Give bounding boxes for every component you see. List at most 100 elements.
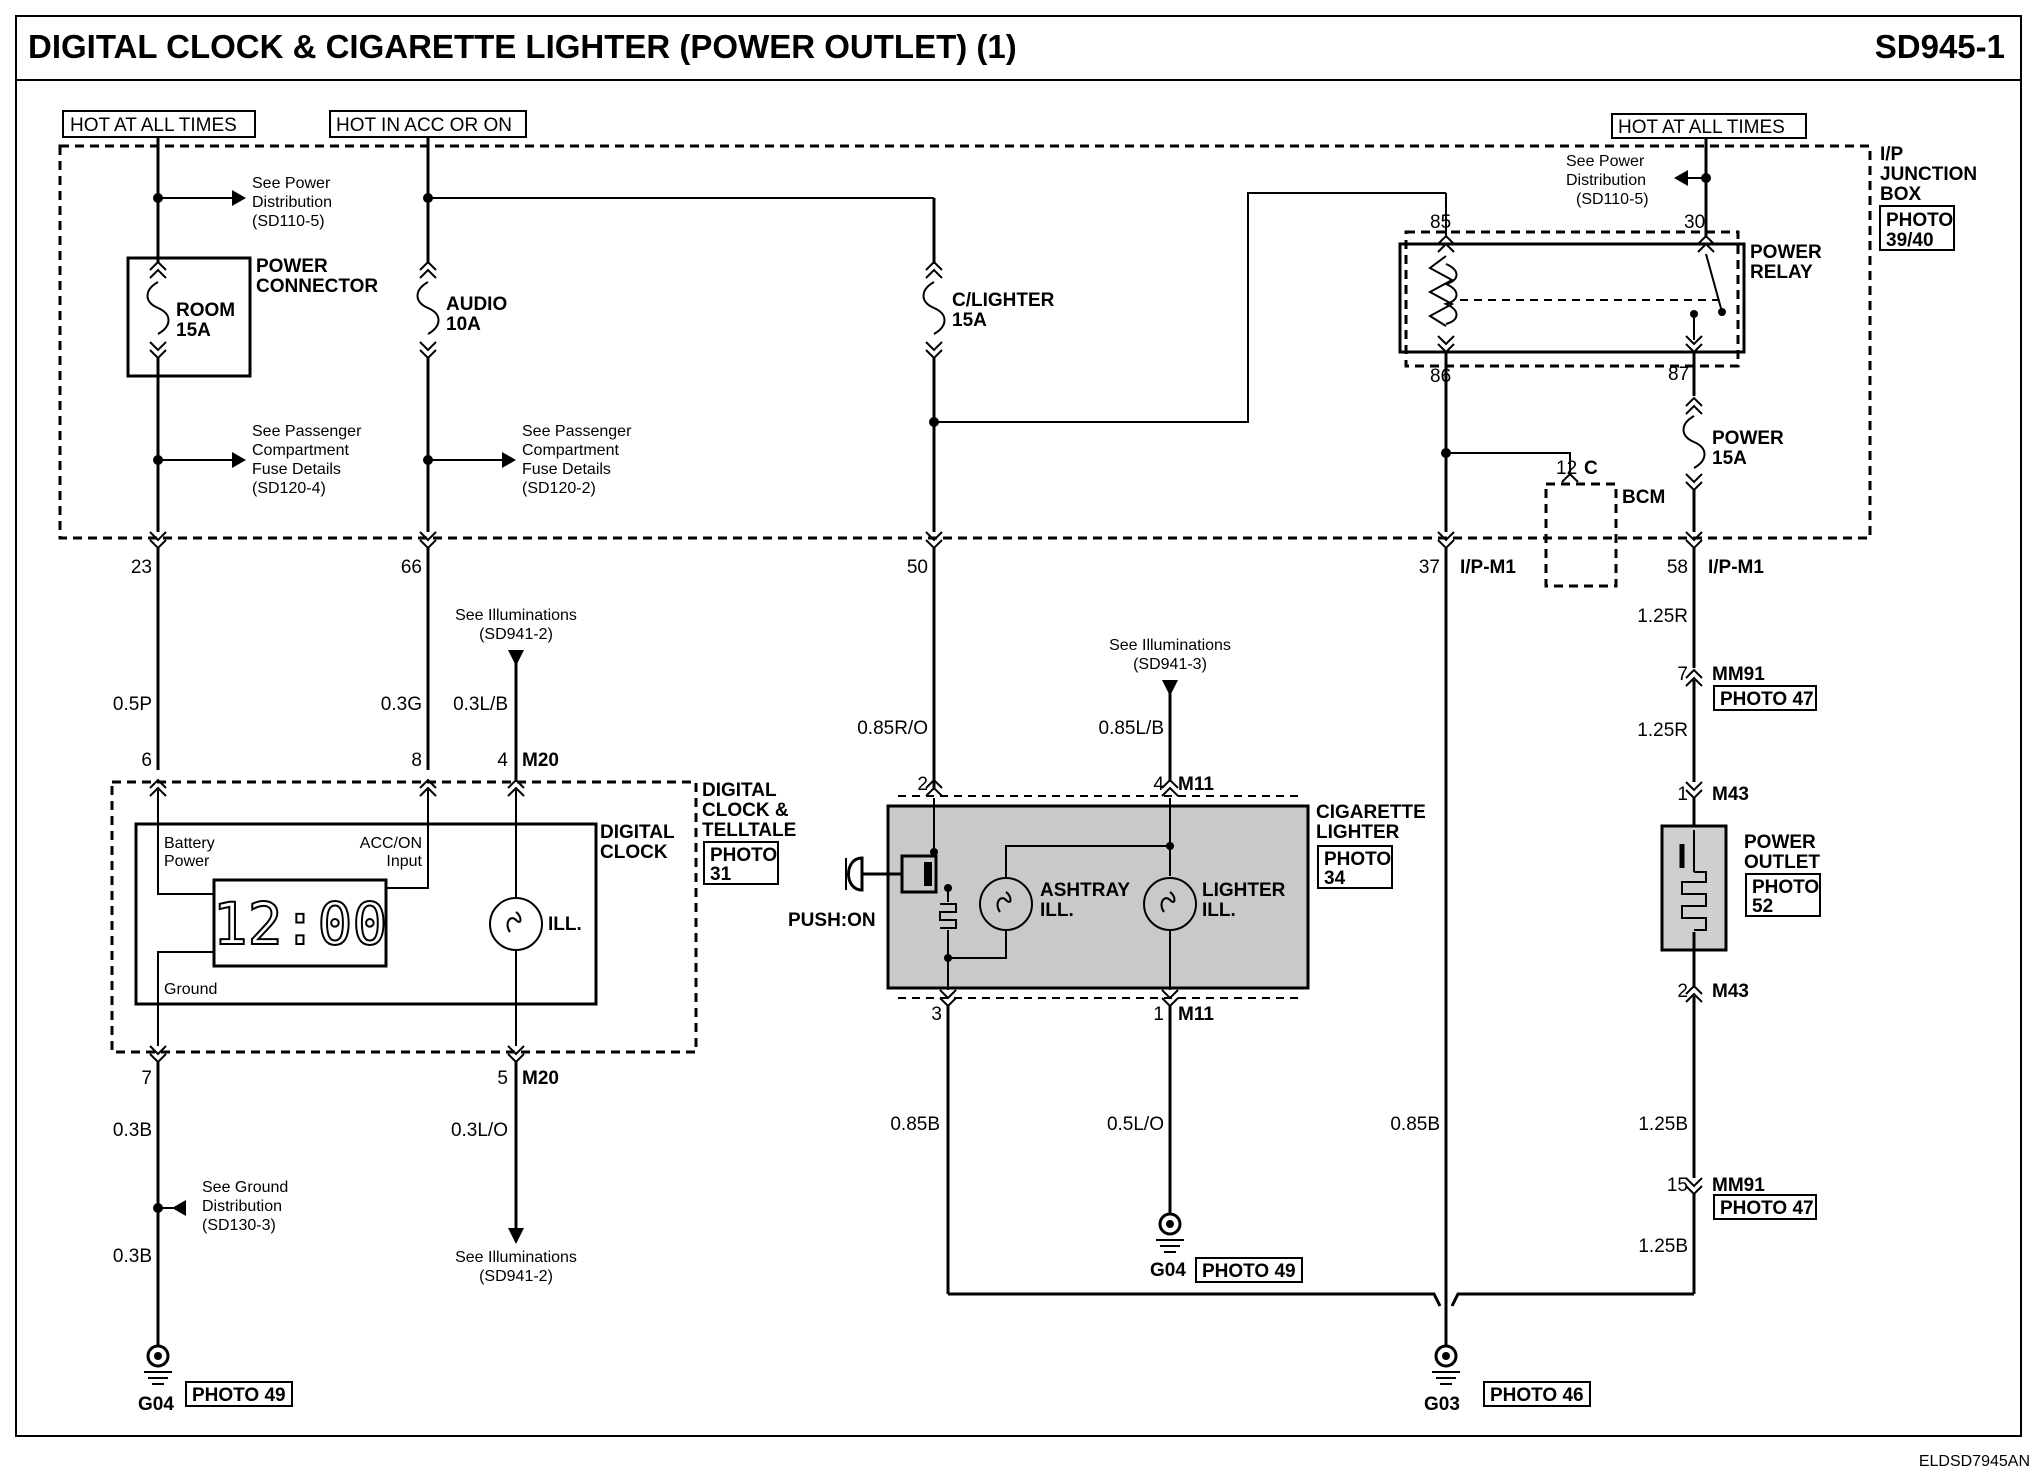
wire-085ro: 0.85R/O [857, 718, 928, 739]
page-title: DIGITAL CLOCK & CIGARETTE LIGHTER (POWER… [28, 28, 1017, 65]
relay-label-1: POWER [1750, 242, 1822, 263]
outlet-photo-2: 52 [1752, 896, 1773, 917]
m43-b: M43 [1712, 981, 1749, 1002]
bcm-conn: C [1584, 458, 1598, 479]
clighter-circuit: C/LIGHTER 15A 50 0.85R/O [857, 192, 1446, 772]
ref-pass2-l3: Fuse Details [522, 461, 611, 478]
ref-illum2-l2: (SD941-3) [1133, 656, 1207, 673]
m20-b: M20 [522, 1068, 559, 1089]
footer-code: ELDSD7945AN [1919, 1453, 2030, 1470]
lighter-pin-3: 3 [931, 1004, 942, 1025]
power-connector-2: CONNECTOR [256, 276, 378, 297]
ref-illum3-l1: See Illuminations [455, 1249, 577, 1266]
lighter-photo-2: 34 [1324, 868, 1346, 889]
wire-03b-1: 0.3B [113, 1120, 152, 1141]
lighter-ill-1: LIGHTER [1202, 880, 1286, 901]
relay-pin-30: 30 [1684, 212, 1705, 233]
lighter-wiring: See Illuminations (SD941-3) 0.85L/B 0.85… [890, 637, 1442, 1307]
outlet-label-2: OUTLET [1744, 852, 1820, 873]
jb-label-2: JUNCTION [1880, 164, 1977, 185]
pin-23: 23 [131, 557, 152, 578]
relay-86-circuit: 12 C BCM 37 I/P-M1 0.85B [1390, 352, 1665, 1306]
module-label-2: CLOCK & [702, 800, 789, 821]
ref-illum2-l1: See Illuminations [1109, 637, 1231, 654]
jb-label-3: BOX [1880, 184, 1922, 205]
g04-b-photo: PHOTO 49 [1202, 1261, 1296, 1282]
lighter-pin-4: 4 [1153, 774, 1164, 795]
lighter-pin-1: 1 [1153, 1004, 1164, 1025]
ref-gnd-l1: See Ground [202, 1179, 288, 1196]
ref-pass2-l4: (SD120-2) [522, 480, 596, 497]
g04-a-photo: PHOTO 49 [192, 1385, 286, 1406]
clock-pin-6: 6 [141, 750, 152, 771]
clock-display: 12:00 [213, 890, 388, 958]
hot-acc-box [329, 110, 527, 138]
hot-all-times-2: HOT AT ALL TIMES [1618, 117, 1785, 138]
clock-photo-1: PHOTO [710, 845, 777, 866]
hot-all-times-1: HOT AT ALL TIMES [70, 115, 237, 136]
module-label-3: TELLTALE [702, 820, 796, 841]
lighter-name-2: LIGHTER [1316, 822, 1400, 843]
relay-label-2: RELAY [1750, 262, 1813, 283]
g04-b: G04 [1150, 1260, 1186, 1281]
digital-clock-module: 12:00 Battery Power ACC/ON Input Ground … [110, 778, 796, 1064]
clock-name-2: CLOCK [600, 842, 668, 863]
ref-pass1-l4: (SD120-4) [252, 480, 326, 497]
wire-125r-2: 1.25R [1637, 720, 1688, 741]
audio-circuit: AUDIO 10A See Passenger Compartment Fuse… [381, 138, 934, 770]
ref-power-dist-l1: See Power [252, 175, 331, 192]
ground-g04-left: G04 PHOTO 49 [138, 1344, 293, 1415]
fuse-audio-rating: 10A [446, 314, 481, 335]
ground-g04-middle: G04 PHOTO 49 [1150, 1212, 1303, 1283]
junction-box: I/P JUNCTION BOX PHOTO 39/40 [58, 144, 1977, 540]
mm91-a: MM91 [1712, 664, 1765, 685]
wire-085lb: 0.85L/B [1099, 718, 1165, 739]
clock-wiring: See Illuminations (SD941-2) 0.3L/B 6 8 4… [113, 607, 577, 1346]
jb-photo-2: 39/40 [1886, 230, 1934, 251]
wire-03lb: 0.3L/B [453, 694, 508, 715]
wire-03g: 0.3G [381, 694, 422, 715]
fuse-clighter-rating: 15A [952, 310, 987, 331]
pin-58: 58 [1667, 557, 1688, 578]
ground-label: Ground [164, 981, 217, 998]
m43-b-pin: 2 [1677, 981, 1688, 1002]
ref-pass1-l1: See Passenger [252, 423, 362, 440]
clock-pin-7: 7 [141, 1068, 152, 1089]
clock-pin-4: 4 [497, 750, 508, 771]
relay-pin-85: 85 [1430, 212, 1451, 233]
wire-05lo: 0.5L/O [1107, 1114, 1164, 1135]
page-frame [15, 15, 2022, 1437]
g03-photo: PHOTO 46 [1490, 1385, 1584, 1406]
fuse-power-label: POWER [1712, 428, 1784, 449]
ground-g03: G03 PHOTO 46 [1424, 1306, 1591, 1415]
mm91-b: MM91 [1712, 1175, 1765, 1196]
fuse-clighter-label: C/LIGHTER [952, 290, 1055, 311]
jb-label-1: I/P [1880, 144, 1904, 165]
bcm-pin: 12 [1556, 458, 1577, 479]
room-circuit: ROOM 15A POWER CONNECTOR See Power Distr… [113, 138, 378, 770]
lighter-pin-2: 2 [917, 774, 928, 795]
ref-power-dist-r3: (SD110-5) [1576, 191, 1649, 208]
push-on: PUSH:ON [788, 910, 876, 931]
ashtray-ill-2: ILL. [1040, 900, 1074, 921]
ipm1-a: I/P-M1 [1460, 557, 1516, 578]
fuse-room-label: ROOM [176, 300, 235, 321]
battery-power-2: Power [164, 853, 210, 870]
clock-photo-2: 31 [710, 864, 732, 885]
ashtray-ill-1: ASHTRAY [1040, 880, 1130, 901]
g04-a: G04 [138, 1394, 174, 1415]
outlet-photo-1: PHOTO [1752, 877, 1819, 898]
ref-power-dist-l2: Distribution [252, 194, 332, 211]
g03: G03 [1424, 1394, 1460, 1415]
wire-05p: 0.5P [113, 694, 152, 715]
clock-ill: ILL. [548, 914, 582, 935]
ref-pass1-l3: Fuse Details [252, 461, 341, 478]
ref-pass2-l2: Compartment [522, 442, 619, 459]
acc-on-input-2: Input [386, 853, 422, 870]
m43-a: M43 [1712, 784, 1749, 805]
cigarette-lighter-module: ASHTRAY ILL. LIGHTER ILL. PUSH:ON CIGARE… [788, 772, 1426, 1025]
relay-pin-87: 87 [1668, 364, 1689, 385]
ref-power-dist-l3: (SD110-5) [252, 213, 325, 230]
clock-name-1: DIGITAL [600, 822, 675, 843]
